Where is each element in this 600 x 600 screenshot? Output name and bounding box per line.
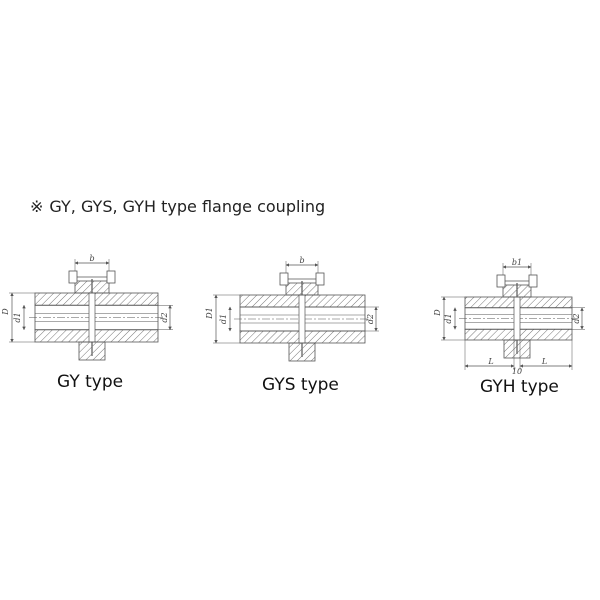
label-right-bore: d2 <box>160 312 169 322</box>
label-b: b <box>299 256 304 265</box>
label-length-right: L <box>541 357 547 366</box>
label-b: b1 <box>512 258 522 267</box>
bolt-head-icon <box>496 274 506 288</box>
label-outer-diameter: D1 <box>205 307 214 320</box>
flange-bottom <box>78 341 106 361</box>
label-length-left: L <box>487 357 493 366</box>
bolt-head-icon <box>279 272 289 286</box>
title-text: GY, GYS, GYH type flange coupling <box>49 197 326 216</box>
spigot <box>298 294 306 344</box>
hub-lower-section <box>34 329 159 343</box>
label-right-bore: d2 <box>366 314 375 324</box>
caption-gys-type: GYS type <box>262 375 339 395</box>
caption-gy-type: GY type <box>57 372 124 392</box>
flange-top <box>502 284 532 298</box>
label-left-bore: d1 <box>444 313 453 323</box>
caption-gyh-type: GYH type <box>480 377 559 397</box>
nut-icon <box>106 270 116 284</box>
flange-top <box>285 282 319 296</box>
coupling-drawing-2: bD1 d1 d2 <box>205 256 379 362</box>
reference-mark-icon: ※ <box>30 197 44 216</box>
nut-icon <box>315 272 325 286</box>
label-outer-diameter: D <box>1 308 10 316</box>
bolt-head-icon <box>68 270 78 284</box>
flange-bottom <box>503 339 531 359</box>
spigot <box>88 292 96 343</box>
label-outer-diameter: D <box>433 309 442 317</box>
label-left-bore: d1 <box>219 314 228 324</box>
flange-top <box>74 280 110 294</box>
nut-icon <box>528 274 538 288</box>
spigot <box>513 296 521 341</box>
hub-upper-section <box>34 292 159 306</box>
label-b: b <box>89 254 94 263</box>
label-right-bore: d2 <box>572 313 581 323</box>
flange-bottom <box>288 342 316 362</box>
diagram-title: ※ GY, GYS, GYH type flange coupling <box>30 197 325 216</box>
label-left-bore: d1 <box>13 312 22 322</box>
label-gap: 10 <box>512 367 522 376</box>
